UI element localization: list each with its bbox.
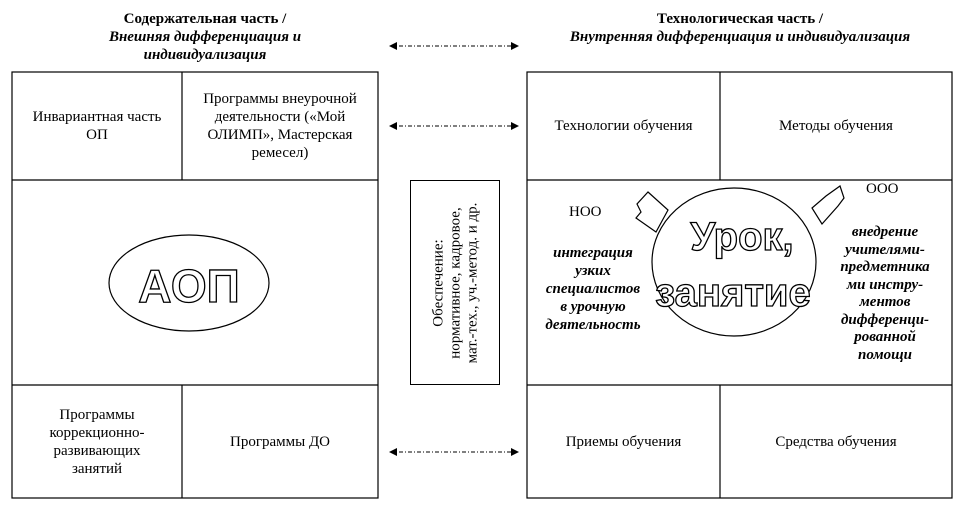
lesson-ellipse [651, 187, 817, 337]
extracurricular-line-2: деятельности («Мой [214, 109, 346, 125]
chevron-arrow-left-icon [635, 191, 669, 233]
methods-label: Методы обучения [779, 118, 893, 134]
aop-ellipse [108, 234, 270, 332]
left-header-subtitle-2: индивидуализация [143, 47, 267, 63]
extracurricular-line-3: ОЛИМП», Мастерская [207, 127, 353, 143]
technologies-cell: Технологии обучения [527, 72, 720, 180]
integration-line-3: специалистов [545, 281, 641, 297]
left-header: Содержательная часть / Внешняя дифференц… [60, 10, 350, 64]
support-box-text: Обеспечение: нормативное, кадровое, мат.… [431, 183, 482, 383]
support-box: Обеспечение: нормативное, кадровое, мат.… [410, 180, 500, 385]
ooo-label: ООО [866, 181, 899, 197]
implementation-line-7: рованной [854, 329, 916, 345]
implementation-line-1: внедрение [851, 224, 919, 240]
correctional-cell: Программы коррекционно- развивающих заня… [12, 385, 182, 498]
invariant-line-2: ОП [86, 127, 108, 143]
lesson-label-2: занятие [655, 271, 811, 315]
support-line-1: Обеспечение: [430, 239, 447, 327]
right-header-title: Технологическая часть / [656, 11, 824, 27]
support-line-2: нормативное, кадровое, [447, 207, 464, 359]
chevron-arrow-right-icon [811, 185, 845, 225]
right-block-border [526, 71, 953, 499]
support-line-3: мат.-тех., уч.-метод. и др. [464, 202, 481, 364]
do-programs-cell: Программы ДО [182, 385, 378, 498]
right-header: Технологическая часть / Внутренняя диффе… [520, 10, 960, 46]
correctional-line-3: развивающих [53, 442, 141, 459]
extracurricular-line-4: ремесел) [251, 145, 309, 161]
integration-text: интеграция узких специалистов в урочную … [528, 244, 658, 334]
left-block-border [11, 71, 379, 499]
integration-line-1: интеграция [553, 245, 633, 261]
tools-cell: Средства обучения [720, 385, 952, 498]
invariant-line-1: Инвариантная часть [32, 109, 162, 125]
techniques-label: Приемы обучения [565, 433, 682, 450]
left-header-title: Содержательная часть / [123, 11, 287, 27]
extracurricular-line-1: Программы внеурочной [203, 91, 357, 107]
left-header-subtitle-1: Внешняя дифференциация и [108, 29, 302, 45]
techniques-cell: Приемы обучения [527, 385, 720, 498]
implementation-line-5: ментов [859, 294, 911, 310]
implementation-text: внедрение учителями- предметника ми инст… [820, 224, 950, 364]
lesson-label-1: Урок, [690, 215, 793, 259]
noo-label: НОО [569, 204, 602, 220]
extracurricular-cell: Программы внеурочной деятельности («Мой … [182, 72, 378, 180]
implementation-line-2: учителями- [845, 241, 925, 258]
do-programs-label: Программы ДО [229, 433, 331, 450]
integration-line-2: узких [575, 263, 611, 279]
implementation-line-8: помощи [858, 346, 912, 363]
integration-line-4: в урочную [560, 299, 626, 315]
methods-cell: Методы обучения [720, 72, 952, 180]
tools-label: Средства обучения [775, 433, 897, 450]
implementation-line-6: дифференци- [840, 311, 930, 328]
correctional-line-1: Программы [59, 406, 135, 423]
right-header-subtitle: Внутренняя дифференциация и индивидуализ… [569, 29, 911, 45]
implementation-line-4: ми инстру- [846, 276, 924, 293]
correctional-line-4: занятий [71, 460, 123, 477]
aop-label: АОП [138, 260, 239, 312]
integration-line-5: деятельность [545, 317, 641, 333]
implementation-line-3: предметника [840, 259, 930, 275]
correctional-line-2: коррекционно- [49, 424, 145, 441]
invariant-part-cell: Инвариантная часть ОП [12, 72, 182, 180]
technologies-label: Технологии обучения [554, 118, 693, 134]
